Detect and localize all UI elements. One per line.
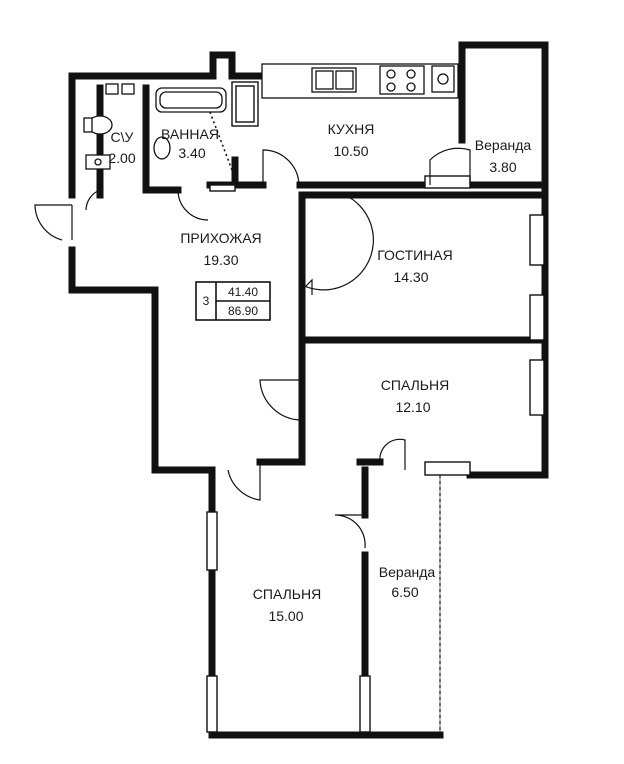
living-name: ГОСТИНАЯ: [377, 247, 453, 263]
hall-area: 19.30: [203, 252, 238, 268]
veranda-bottom-area: 6.50: [391, 584, 418, 600]
bath-area: 3.40: [178, 145, 205, 161]
veranda-bottom-outline: [372, 475, 441, 736]
living-area: 41.40: [228, 285, 258, 299]
veranda-top-area: 3.80: [489, 159, 516, 175]
kitchen-fixtures: [261, 63, 459, 99]
living-area-label: 14.30: [393, 269, 428, 285]
stove-icon: [379, 65, 425, 95]
wc-fixtures: [83, 83, 135, 170]
wc-area: 2.00: [108, 150, 135, 166]
kitchen-name: КУХНЯ: [328, 121, 375, 137]
windows: [206, 81, 545, 733]
veranda-bottom-name: Веранда: [379, 564, 436, 580]
rooms-count: 3: [203, 294, 210, 308]
bedroom-1-area: 12.10: [395, 399, 430, 415]
kitchen-area: 10.50: [333, 143, 368, 159]
inner-walls: [96, 72, 549, 739]
wc-name: С\У: [111, 129, 134, 145]
room-labels: С\У 2.00 ВАННАЯ 3.40 КУХНЯ 10.50 Веранда…: [108, 121, 531, 624]
hall-name: ПРИХОЖАЯ: [180, 230, 261, 246]
washbasin-icon: [153, 136, 171, 160]
bedroom-1-name: СПАЛЬНЯ: [381, 377, 449, 393]
bath-name: ВАННАЯ: [161, 126, 219, 142]
veranda-top-name: Веранда: [475, 137, 532, 153]
bedroom-2-area: 15.00: [268, 608, 303, 624]
bedroom-2-name: СПАЛЬНЯ: [253, 586, 321, 602]
total-area: 86.90: [228, 304, 258, 318]
doors: [34, 147, 471, 549]
bathroom-fixtures: [153, 87, 233, 171]
summary-box: 3 41.40 86.90: [195, 281, 271, 321]
